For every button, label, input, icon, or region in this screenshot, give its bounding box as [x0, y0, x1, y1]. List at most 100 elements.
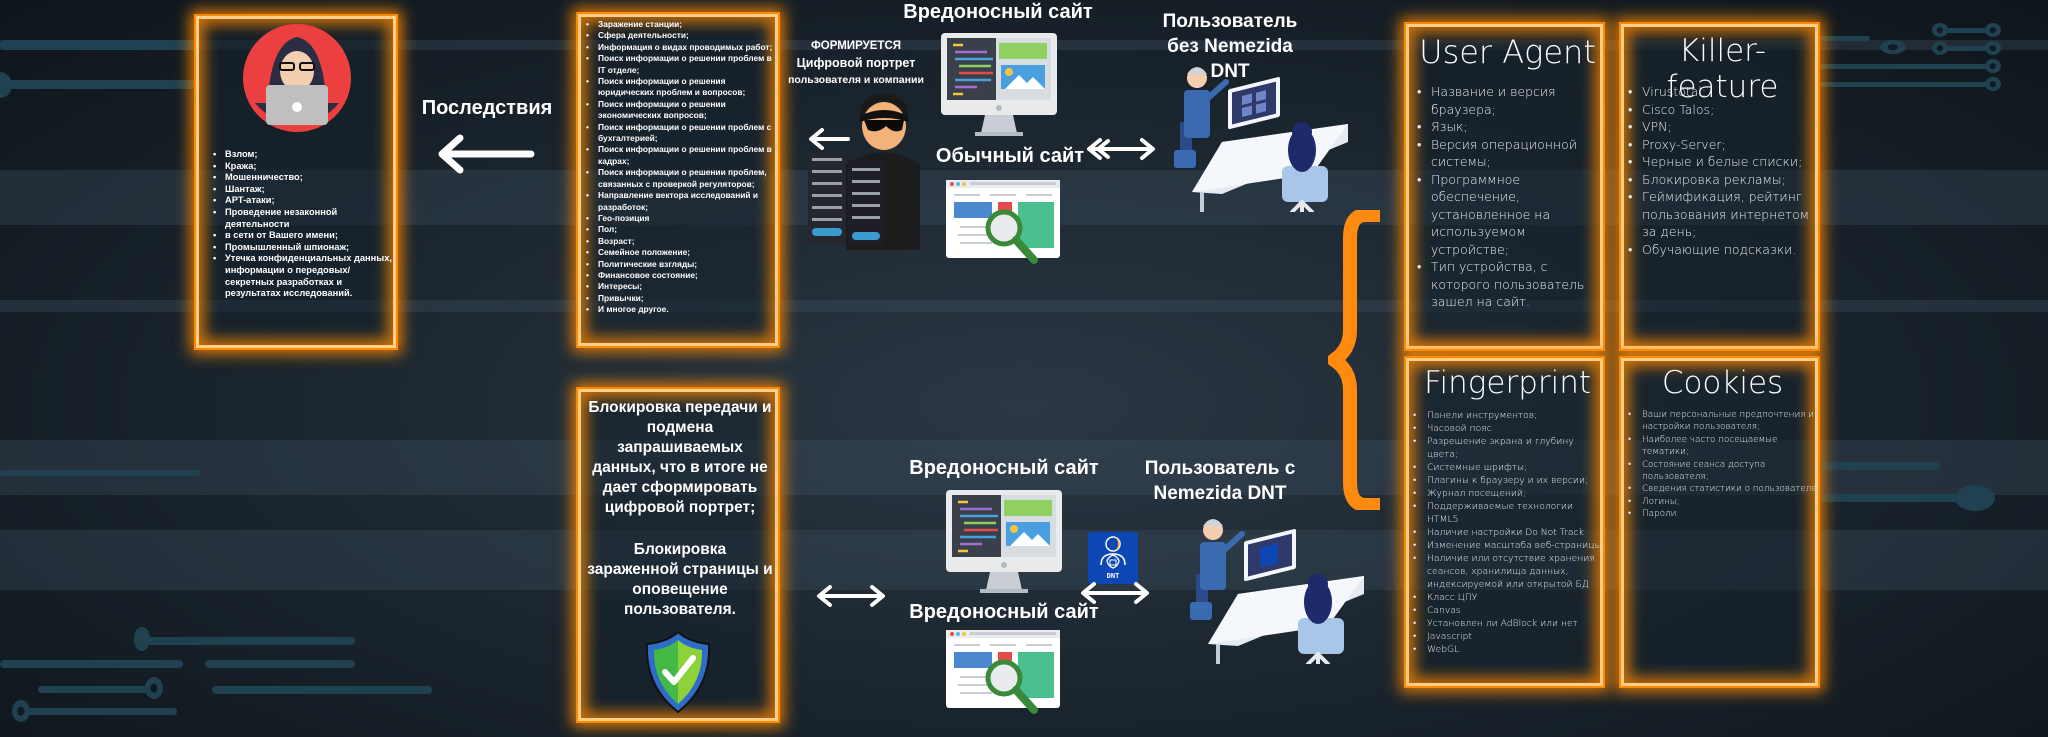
list-item: Cisco Talos; [1624, 101, 1820, 119]
list-item: Разрешение экрана и глубину цвета; [1409, 435, 1605, 461]
cookies-list: Ваши персональные предпочтения и настрой… [1624, 409, 1820, 521]
list-item: Геймификация, рейтинг пользования интерн… [1624, 188, 1820, 241]
list-item: Финансовое состояние; [584, 270, 780, 282]
list-item: Javascript [1409, 630, 1605, 643]
arrow-left-small-icon [809, 128, 850, 150]
list-item: Системные шрифты; [1409, 461, 1605, 474]
user-agent-card: User Agent Название и версия браузера; Я… [1406, 24, 1603, 349]
list-item: Поиск информации о решения юридических п… [584, 76, 780, 99]
list-item: Политические взгляды; [584, 259, 780, 271]
consequences-list: Взлом; Кража; Мошенничество; Шантаж; APT… [211, 149, 396, 300]
dnt-badge: DNT [1088, 532, 1138, 584]
cookies-title: Cookies [1661, 365, 1784, 401]
user-agent-title: User Agent [1419, 33, 1596, 71]
hacker-caption: ФОРМИРУЕТСЯ Цифровой портрет пользовател… [782, 38, 930, 89]
list-item: Гео-позиция [584, 213, 780, 225]
consequences-heading: Последствия [421, 97, 553, 119]
list-item: Черные и белые списки; [1624, 153, 1820, 171]
curly-brace-icon [1328, 210, 1380, 510]
list-item: Поиск информации о решении проблем с бух… [584, 122, 780, 145]
consequences-box: Взлом; Кража; Мошенничество; Шантаж; APT… [196, 16, 396, 348]
list-item: Логины; [1624, 496, 1820, 509]
cookies-card: Cookies Ваши персональные предпочтения и… [1621, 358, 1820, 686]
list-item: Наиболее часто посещаемые тематики; [1624, 434, 1820, 459]
shield-check-icon [645, 630, 711, 714]
list-item: Версия операционной системы; [1413, 136, 1605, 171]
protection-box: Блокировка передачи и подмена запрашивае… [578, 389, 778, 721]
list-item: в сети от Вашего имени; [211, 230, 396, 242]
list-item: Промышленный шпионаж; [211, 242, 396, 254]
list-item: Proxy-Server; [1624, 136, 1820, 154]
office-users-icon [1174, 67, 1348, 212]
browser-search-icon [946, 180, 1060, 264]
list-item: Утечка конфиденциальных данных, информац… [211, 253, 396, 299]
list-item: Тип устройства, с которого пользователь … [1413, 258, 1605, 311]
list-item: Состояние сеанса доступа пользователя; [1624, 459, 1820, 484]
list-item: Canvas [1409, 604, 1605, 617]
list-item: Пол; [584, 224, 780, 236]
list-item: Virustotal; [1624, 83, 1820, 101]
office-users-dnt-icon [1190, 519, 1364, 664]
list-item: Журнал посещений; [1409, 487, 1605, 500]
dnt-user-lock-icon [1100, 536, 1126, 569]
list-item: Поиск информации о решении проблем в IT … [584, 53, 780, 76]
bottom-malicious-site-label-1: Вредоносный сайт [909, 457, 1099, 479]
user-with-dnt-label: Пользователь с Nemezida DNT [1144, 458, 1296, 504]
list-item: Программное обеспечение, установленное н… [1413, 171, 1605, 259]
list-item: APT-атаки; [211, 195, 396, 207]
list-item: Пароли. [1624, 508, 1820, 521]
list-item: Плагины к браузеру и их версии; [1409, 474, 1605, 487]
list-item: Направление вектора исследований и разра… [584, 190, 780, 213]
malicious-site-monitor-icon [946, 490, 1062, 593]
double-arrow-icon [1087, 138, 1155, 160]
hacker-caption-line2: Цифровой портрет [796, 56, 916, 70]
list-item: Установлен ли AdBlock или нет [1409, 617, 1605, 630]
list-item: Наличие настройки Do Not Track [1409, 526, 1605, 539]
portrait-data-box: Заражение станции; Сфера деятельности; И… [578, 14, 778, 346]
list-item: Ваши персональные предпочтения и настрой… [1624, 409, 1820, 434]
killer-feature-list: Virustotal; Cisco Talos; VPN; Proxy-Serv… [1624, 83, 1820, 258]
list-item: Изменение масштаба веб-страницы [1409, 539, 1605, 552]
list-item: Заражение станции; [584, 19, 780, 31]
list-item: Возраст; [584, 236, 780, 248]
list-item: Привычки; [584, 293, 780, 305]
list-item: Класс ЦПУ [1409, 591, 1605, 604]
double-arrow-icon [817, 585, 885, 607]
list-item: Часовой пояс [1409, 422, 1605, 435]
hacker-caption-line3: пользователя и компании [788, 74, 924, 86]
list-item: WebGL [1409, 643, 1605, 656]
list-item: Взлом; [211, 149, 396, 161]
portrait-data-list: Заражение станции; Сфера деятельности; И… [584, 19, 780, 316]
list-item: Наличие или отсутствие хранения сеансов,… [1409, 552, 1605, 591]
dnt-badge-label: DNT [1106, 572, 1120, 580]
list-item: И многое другое. [584, 304, 780, 316]
protection-text-2: Блокировка зараженной страницы и оповеще… [587, 541, 773, 618]
list-item: Кража; [211, 161, 396, 173]
list-item: Поддерживаемые технологии HTML5 [1409, 500, 1605, 526]
arrow-left-icon [438, 134, 535, 174]
hacker-servers-icon [808, 94, 920, 250]
list-item: Шантаж; [211, 184, 396, 196]
list-item: Семейное положение; [584, 247, 780, 259]
hacker-caption-line1: ФОРМИРУЕТСЯ [810, 40, 902, 52]
protection-text-1: Блокировка передачи и подмена запрашивае… [588, 399, 772, 516]
list-item: Сведения статистики о пользователе; [1624, 483, 1820, 496]
list-item: Сфера деятельности; [584, 30, 780, 42]
fingerprint-card: Fingerprint Панели инструментов; Часовой… [1406, 358, 1603, 686]
list-item: Проведение незаконной деятельности [211, 207, 396, 230]
user-without-dnt-label: Пользователь без Nemezida DNT [1162, 11, 1298, 82]
fingerprint-title: Fingerprint [1423, 365, 1592, 401]
list-item: Блокировка рекламы; [1624, 171, 1820, 189]
list-item: Мошенничество; [211, 172, 396, 184]
list-item: VPN; [1624, 118, 1820, 136]
list-item: Панели инструментов; [1409, 409, 1605, 422]
list-item: Поиск информации о решении проблем в кад… [584, 144, 780, 167]
top-malicious-site-label: Вредоносный сайт [903, 1, 1093, 23]
list-item: Название и версия браузера; [1413, 83, 1605, 118]
list-item: Информация о видах проводимых работ; [584, 42, 780, 54]
malicious-site-monitor-icon [941, 33, 1057, 136]
double-arrow-icon [1081, 582, 1149, 604]
user-agent-list: Название и версия браузера; Язык; Версия… [1413, 83, 1605, 311]
list-item: Поиск информации о решении экономических… [584, 99, 780, 122]
killer-feature-card: Killer-feature Virustotal; Cisco Talos; … [1621, 24, 1818, 349]
